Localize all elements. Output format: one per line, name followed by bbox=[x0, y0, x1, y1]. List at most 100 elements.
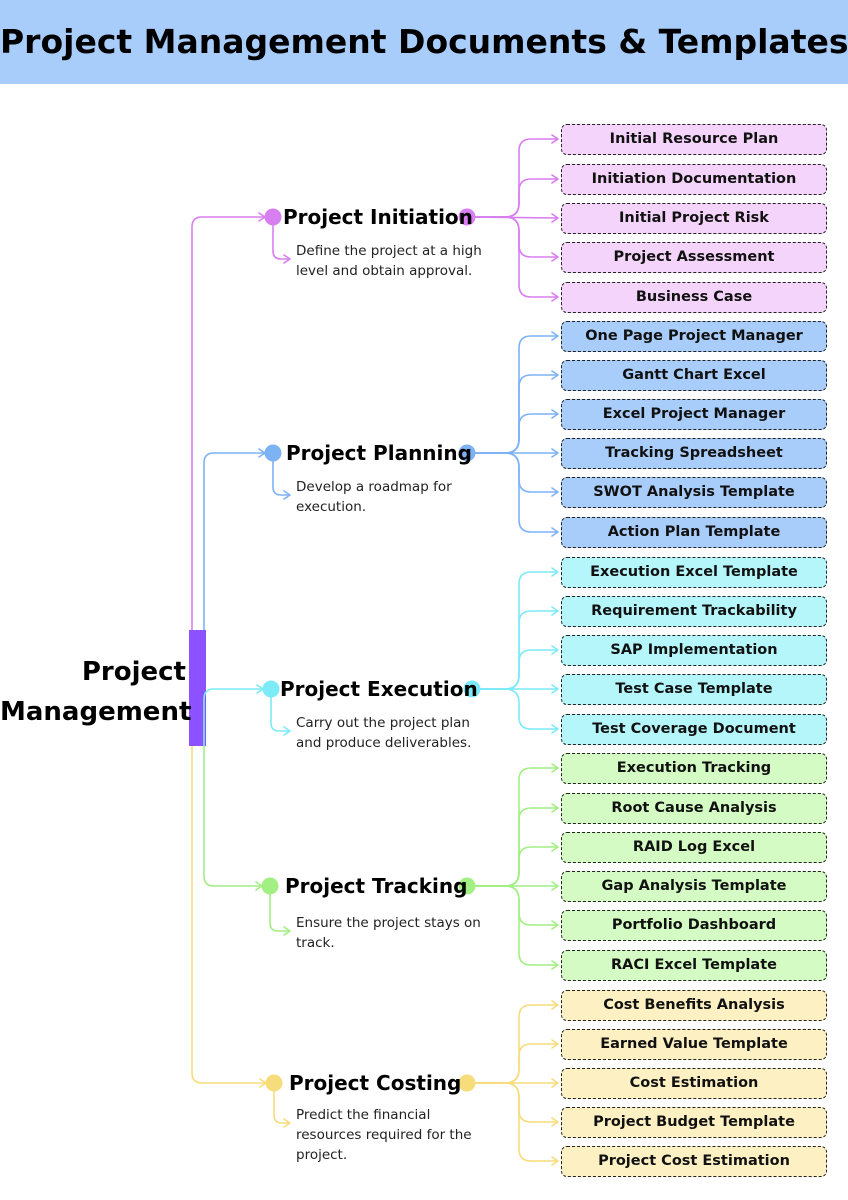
doc-box-costing-4[interactable]: Project Cost Estimation bbox=[561, 1145, 827, 1177]
trunk-connector-planning bbox=[203, 452, 265, 630]
description-arrow-costing bbox=[283, 1118, 291, 1128]
doc-box-tracking-4[interactable]: Portfolio Dashboard bbox=[561, 909, 827, 941]
doc-box-initiation-0[interactable]: Initial Resource Plan bbox=[561, 123, 827, 155]
branch-arrow-tracking-0 bbox=[551, 763, 559, 773]
doc-box-tracking-5[interactable]: RACI Excel Template bbox=[561, 949, 827, 981]
doc-box-planning-2[interactable]: Excel Project Manager bbox=[561, 398, 827, 430]
doc-box-tracking-2[interactable]: RAID Log Excel bbox=[561, 831, 827, 863]
branch-connector-planning-0 bbox=[467, 335, 558, 454]
description-connector-execution bbox=[270, 689, 290, 732]
doc-box-execution-1[interactable]: Requirement Trackability bbox=[561, 595, 827, 627]
branch-connector-planning-5 bbox=[467, 452, 558, 533]
branch-connector-initiation-1 bbox=[467, 178, 558, 218]
branch-connector-execution-4 bbox=[472, 688, 558, 730]
phase-description-costing: Predict the financial resources required… bbox=[296, 1107, 472, 1163]
branch-arrow-execution-2 bbox=[551, 645, 559, 655]
branch-connector-execution-0 bbox=[472, 571, 558, 690]
doc-box-initiation-3[interactable]: Project Assessment bbox=[561, 241, 827, 273]
branch-arrow-execution-0 bbox=[551, 567, 559, 577]
branch-arrow-planning-3 bbox=[551, 448, 559, 458]
phase-dot-left-execution bbox=[262, 680, 280, 698]
trunk-connector-costing bbox=[191, 746, 266, 1084]
description-connector-costing bbox=[273, 1083, 290, 1124]
doc-box-planning-5[interactable]: Action Plan Template bbox=[561, 516, 827, 548]
branch-arrow-initiation-0 bbox=[551, 134, 559, 144]
description-arrow-execution bbox=[283, 726, 291, 736]
doc-box-costing-0[interactable]: Cost Benefits Analysis bbox=[561, 989, 827, 1021]
branch-arrow-tracking-5 bbox=[551, 960, 559, 970]
branch-connector-costing-1 bbox=[467, 1043, 558, 1084]
description-arrow-initiation bbox=[283, 254, 291, 264]
branch-connector-initiation-0 bbox=[467, 138, 558, 218]
branch-connector-costing-4 bbox=[467, 1082, 558, 1162]
description-arrow-planning bbox=[283, 490, 291, 500]
doc-box-costing-3[interactable]: Project Budget Template bbox=[561, 1106, 827, 1138]
header-banner bbox=[0, 0, 848, 84]
branch-arrow-initiation-4 bbox=[551, 292, 559, 302]
phase-dot-right-planning bbox=[458, 444, 476, 462]
root-node-label: Project Management bbox=[0, 652, 191, 732]
doc-box-planning-3[interactable]: Tracking Spreadsheet bbox=[561, 437, 827, 469]
branch-arrow-planning-0 bbox=[551, 331, 559, 341]
doc-box-initiation-1[interactable]: Initiation Documentation bbox=[561, 163, 827, 195]
phase-description-initiation: Define the project at a high level and o… bbox=[296, 243, 482, 279]
branch-arrow-planning-4 bbox=[551, 487, 559, 497]
branch-connector-planning-2 bbox=[467, 413, 558, 454]
phase-dot-right-execution bbox=[463, 680, 481, 698]
branch-arrow-costing-1 bbox=[551, 1039, 559, 1049]
branch-arrow-costing-4 bbox=[551, 1156, 559, 1166]
phase-dot-right-initiation bbox=[458, 208, 476, 226]
phase-description-planning: Develop a roadmap for execution. bbox=[296, 479, 452, 515]
doc-box-planning-1[interactable]: Gantt Chart Excel bbox=[561, 359, 827, 391]
doc-box-initiation-2[interactable]: Initial Project Risk bbox=[561, 202, 827, 234]
doc-box-tracking-1[interactable]: Root Cause Analysis bbox=[561, 792, 827, 824]
doc-box-costing-1[interactable]: Earned Value Template bbox=[561, 1028, 827, 1060]
trunk-connector-execution bbox=[203, 688, 263, 746]
branch-arrow-costing-3 bbox=[551, 1117, 559, 1127]
doc-box-execution-2[interactable]: SAP Implementation bbox=[561, 634, 827, 666]
phase-title-execution: Project Execution bbox=[280, 677, 478, 701]
branch-connector-tracking-5 bbox=[467, 885, 558, 966]
doc-box-planning-4[interactable]: SWOT Analysis Template bbox=[561, 476, 827, 508]
branch-arrow-tracking-2 bbox=[551, 842, 559, 852]
branch-arrow-planning-1 bbox=[551, 370, 559, 380]
trunk-connector-initiation bbox=[191, 216, 265, 630]
root-bar bbox=[189, 630, 206, 746]
phase-dot-right-tracking bbox=[458, 877, 476, 895]
doc-box-costing-2[interactable]: Cost Estimation bbox=[561, 1067, 827, 1099]
branch-arrow-initiation-2 bbox=[551, 213, 559, 223]
description-arrow-tracking bbox=[283, 926, 291, 936]
branch-connector-initiation-4 bbox=[467, 216, 558, 298]
doc-box-tracking-0[interactable]: Execution Tracking bbox=[561, 752, 827, 784]
root-label-line-1: Project bbox=[81, 657, 186, 687]
branch-arrow-initiation-1 bbox=[551, 174, 559, 184]
trunk-connector-tracking bbox=[203, 746, 262, 887]
branch-arrow-tracking-1 bbox=[551, 803, 559, 813]
branch-arrow-execution-3 bbox=[551, 684, 559, 694]
branch-arrow-tracking-4 bbox=[551, 920, 559, 930]
phase-description-tracking: Ensure the project stays on track. bbox=[296, 915, 481, 951]
description-connector-initiation bbox=[272, 217, 290, 260]
branch-arrow-execution-1 bbox=[551, 606, 559, 616]
doc-box-initiation-4[interactable]: Business Case bbox=[561, 281, 827, 313]
phase-title-costing: Project Costing bbox=[289, 1071, 462, 1095]
phase-description-execution: Carry out the project plan and produce d… bbox=[296, 715, 472, 751]
phase-dot-left-initiation bbox=[264, 208, 282, 226]
branch-connector-execution-2 bbox=[472, 649, 558, 690]
phase-dot-left-costing bbox=[265, 1074, 283, 1092]
doc-box-execution-4[interactable]: Test Coverage Document bbox=[561, 713, 827, 745]
page-title: Project Management Documents & Templates bbox=[0, 22, 848, 61]
branch-arrow-costing-0 bbox=[551, 1000, 559, 1010]
branch-connector-tracking-0 bbox=[467, 767, 558, 887]
branch-arrow-planning-2 bbox=[551, 409, 559, 419]
branch-arrow-initiation-3 bbox=[551, 252, 559, 262]
doc-box-tracking-3[interactable]: Gap Analysis Template bbox=[561, 870, 827, 902]
phase-title-planning: Project Planning bbox=[286, 441, 472, 465]
doc-box-planning-0[interactable]: One Page Project Manager bbox=[561, 320, 827, 352]
branch-arrow-costing-2 bbox=[551, 1078, 559, 1088]
phase-title-tracking: Project Tracking bbox=[285, 874, 468, 898]
doc-box-execution-0[interactable]: Execution Excel Template bbox=[561, 556, 827, 588]
doc-box-execution-3[interactable]: Test Case Template bbox=[561, 673, 827, 705]
branch-connector-tracking-2 bbox=[467, 846, 558, 887]
